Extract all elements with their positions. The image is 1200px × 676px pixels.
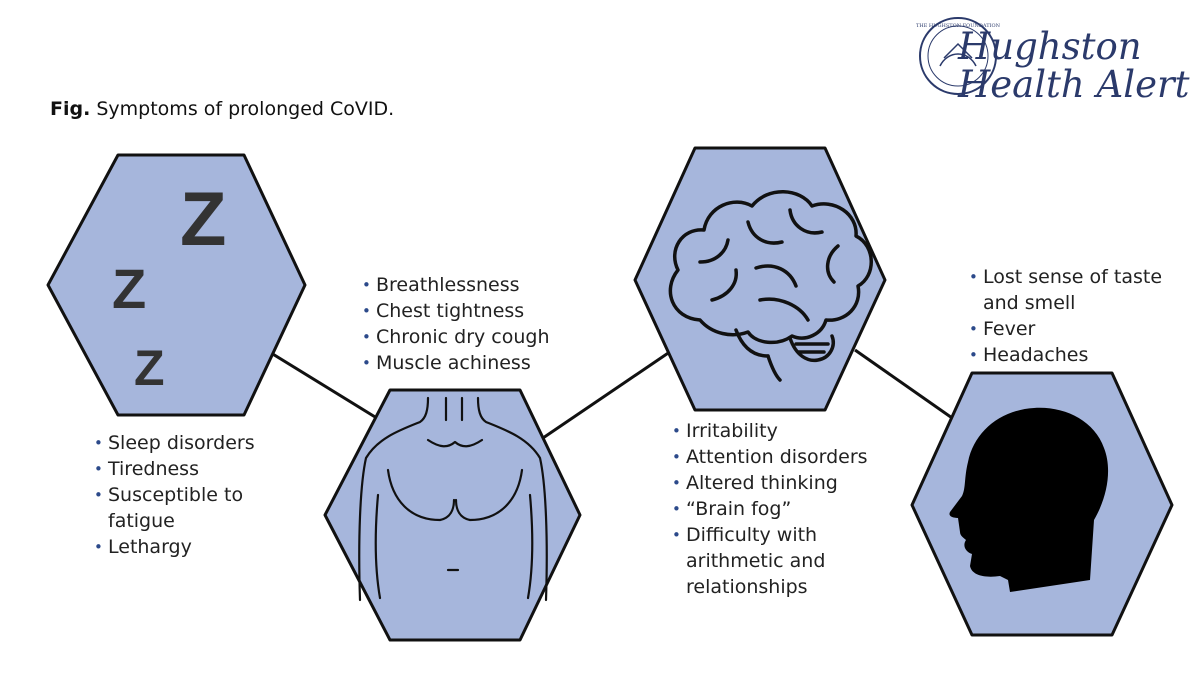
symptom-item: Headaches — [969, 342, 1169, 368]
symptom-item: Susceptible to fatigue — [94, 482, 274, 534]
symptom-list-head: Lost sense of taste and smell Fever Head… — [969, 264, 1169, 368]
symptom-item: Chronic dry cough — [362, 324, 602, 350]
symptom-item: Difficulty with arithmetic and relations… — [672, 522, 902, 600]
connector-brain-head — [854, 348, 956, 422]
brand-line-1: Hughston — [958, 25, 1142, 68]
symptom-list-sleep: Sleep disorders Tiredness Susceptible to… — [94, 430, 274, 560]
seal-text: THE HUGHSTON FOUNDATION — [916, 23, 1001, 29]
symptom-item: Fever — [969, 316, 1169, 342]
symptom-item: Tiredness — [94, 456, 274, 482]
brand-line-2: Health Alert — [958, 63, 1190, 106]
head-silhouette-icon — [949, 407, 1109, 592]
figure-caption: Fig. Symptoms of prolonged CoVID. — [50, 98, 394, 120]
symptom-list-brain: Irritability Attention disorders Altered… — [672, 418, 902, 600]
human-torso-icon — [358, 396, 548, 602]
symptom-item: Muscle achiness — [362, 350, 602, 376]
foundation-seal-icon: THE HUGHSTON FOUNDATION — [916, 17, 1001, 95]
symptom-item: Lost sense of taste and smell — [969, 264, 1169, 316]
symptom-item: Attention disorders — [672, 444, 902, 470]
symptom-item: Sleep disorders — [94, 430, 274, 456]
caption-prefix: Fig. — [50, 98, 91, 120]
connector-body-brain — [539, 343, 681, 442]
sleep-z-medium: Z — [112, 257, 146, 320]
symptom-list-body: Breathlessness Chest tightness Chronic d… — [362, 272, 602, 376]
symptom-item: Irritability — [672, 418, 902, 444]
symptom-item: Breathlessness — [362, 272, 602, 298]
hexagon-sleep — [46, 153, 307, 417]
sleep-zzz-icon: Z Z Z — [112, 177, 226, 396]
caption-text: Symptoms of prolonged CoVID. — [96, 98, 395, 120]
hexagon-body — [323, 388, 582, 642]
sleep-z-large: Z — [180, 177, 226, 262]
symptom-item: Chest tightness — [362, 298, 602, 324]
brand-logo: Hughston Health Alert — [918, 22, 1190, 112]
brain-icon — [668, 190, 873, 382]
symptom-item: “Brain fog” — [672, 496, 902, 522]
symptom-item: Lethargy — [94, 534, 274, 560]
symptom-item: Altered thinking — [672, 470, 902, 496]
sleep-z-small: Z — [134, 340, 165, 396]
